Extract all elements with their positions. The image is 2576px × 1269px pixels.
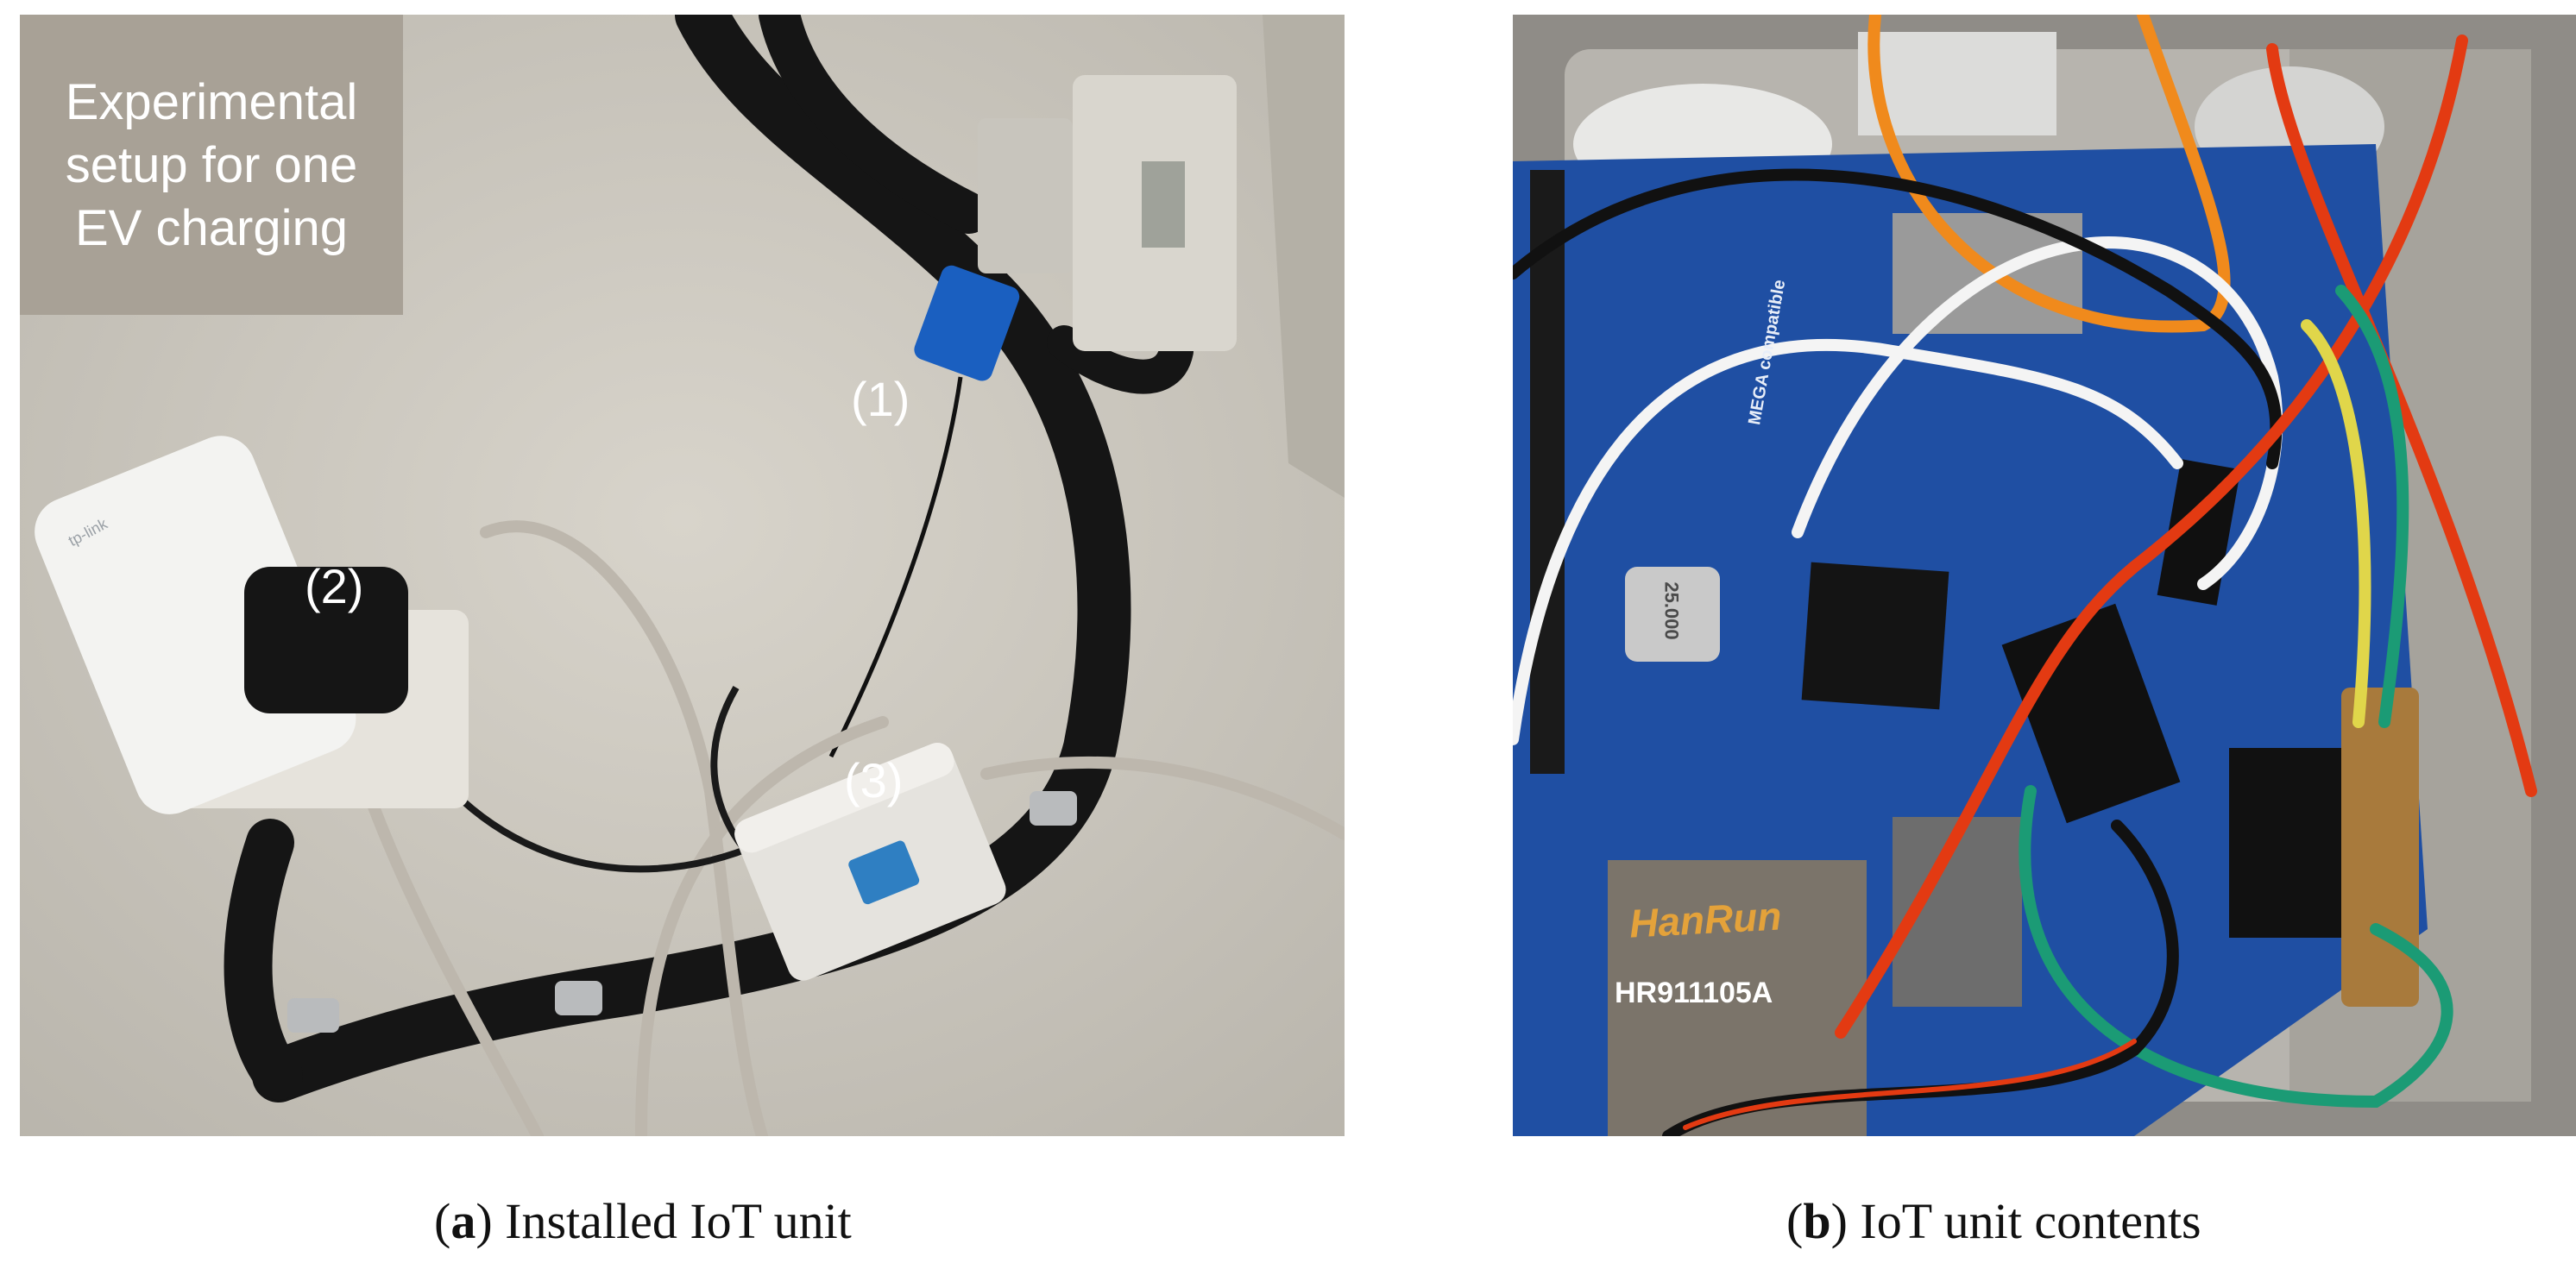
- setup-overlay-label: Experimental setup for one EV charging: [20, 15, 403, 315]
- marker-1: (1): [851, 372, 910, 426]
- caption-b-text: IoT unit contents: [1860, 1193, 2201, 1249]
- overlay-line-3: EV charging: [75, 199, 348, 256]
- microcontroller: [1801, 562, 1949, 710]
- caption-a-letter: a: [450, 1193, 476, 1249]
- ethernet-jack: [1608, 860, 1867, 1136]
- current-sensor: [914, 265, 1020, 381]
- relay-module: [2229, 748, 2359, 938]
- caption-b: (b) IoT unit contents: [1786, 1193, 2201, 1249]
- breaker-box-small: [978, 118, 1073, 273]
- marker-3: (3): [844, 753, 904, 807]
- caption-a-text: Installed IoT unit: [505, 1193, 852, 1249]
- caption-a: (a) Installed IoT unit: [434, 1193, 852, 1249]
- iot-enclosure: [734, 743, 1006, 981]
- black-conduits: [224, 15, 1194, 1103]
- photo-installed-iot-unit: Experimental setup for one EV charging (…: [20, 15, 1345, 1136]
- caption-b-letter: b: [1803, 1193, 1831, 1249]
- overlay-line-1: Experimental: [65, 73, 358, 130]
- jack-model-print: HR911105A: [1615, 977, 1773, 1009]
- crystal-print: 25.000: [1660, 581, 1683, 640]
- wall-scene: [20, 15, 1345, 1136]
- overlay-line-2: setup for one: [65, 136, 358, 193]
- hanrun-print: HanRun: [1628, 893, 1783, 946]
- photo-iot-unit-contents: HanRun HR911105A 25.000 MEGA compatible: [1513, 15, 2576, 1136]
- marker-2: (2): [305, 559, 364, 613]
- board-scene: [1513, 15, 2576, 1136]
- power-adapter: [244, 567, 408, 713]
